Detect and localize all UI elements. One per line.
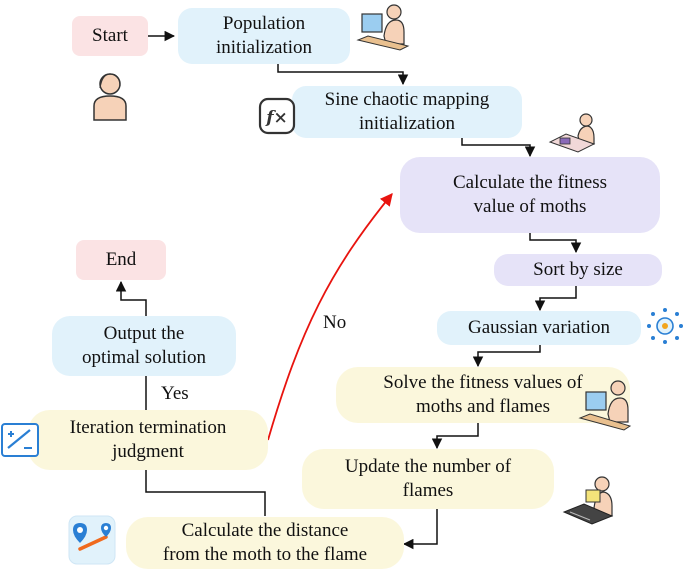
gaussian-dots-icon <box>647 308 683 344</box>
end-node: End <box>76 240 166 280</box>
map-route-icon <box>68 515 116 565</box>
person-at-desk-icon <box>548 113 596 153</box>
calculate-fitness-node: Calculate the fitness value of moths <box>400 157 660 233</box>
person-at-computer-icon-2 <box>578 380 632 431</box>
gaussian-label: Gaussian variation <box>468 317 610 338</box>
solve-line-1: Solve the fitness values of <box>383 372 583 393</box>
output-optimal-solution-node: Output the optimal solution <box>52 316 236 376</box>
arrow-sort-to-gaussian <box>534 284 577 312</box>
function-fx-icon: f× <box>258 97 296 135</box>
fitness-line-1: Calculate the fitness <box>452 172 608 193</box>
output-line-1: Output the <box>103 323 185 344</box>
distance-line-2: from the moth to the flame <box>162 544 368 565</box>
update-line-1: Update the number of <box>344 456 512 477</box>
person-icon <box>93 73 127 121</box>
sine-line-2: initialization <box>358 113 455 134</box>
arrow-gaussian-to-solve <box>472 344 541 368</box>
sine-chaotic-mapping-node: Sine chaotic mapping initialization <box>292 86 522 138</box>
arrow-solve-to-update <box>431 422 479 450</box>
sort-label: Sort by size <box>533 259 623 280</box>
population-line-2: initialization <box>215 37 313 58</box>
arrow-population-to-sine <box>277 58 409 86</box>
no-label: No <box>323 312 347 333</box>
person-at-laptop-icon <box>562 476 614 525</box>
arrow-distance-to-iteration <box>145 470 266 516</box>
iteration-termination-node: Iteration termination judgment <box>28 410 268 470</box>
end-label: End <box>105 249 137 270</box>
population-line-1: Population <box>222 13 306 34</box>
arrow-no-loop <box>267 193 393 441</box>
sort-by-size-node: Sort by size <box>494 254 662 286</box>
solve-line-2: moths and flames <box>415 396 551 417</box>
distance-line-1: Calculate the distance <box>181 520 349 541</box>
population-initialization-node: Population initialization <box>178 8 350 64</box>
calculate-distance-node: Calculate the distance from the moth to t… <box>126 517 404 569</box>
arrow-sine-to-fitness <box>461 136 536 158</box>
gaussian-variation-node: Gaussian variation <box>437 311 641 345</box>
update-flames-node: Update the number of flames <box>302 449 554 509</box>
sine-line-1: Sine chaotic mapping <box>324 89 490 110</box>
iteration-line-1: Iteration termination <box>69 417 227 438</box>
svg-text:f×: f× <box>265 108 288 128</box>
output-line-2: optimal solution <box>81 347 207 368</box>
fitness-line-2: value of moths <box>473 196 587 217</box>
decision-chart-icon <box>1 423 39 457</box>
iteration-line-2: judgment <box>112 441 184 462</box>
arrow-update-to-distance <box>402 508 438 550</box>
yes-label: Yes <box>161 383 189 404</box>
arrow-output-to-end <box>115 280 147 316</box>
arrow-fitness-to-sort <box>529 232 582 254</box>
person-at-computer-icon <box>356 4 410 51</box>
update-line-2: flames <box>402 480 454 501</box>
solve-fitness-values-node: Solve the fitness values of moths and fla… <box>336 367 630 423</box>
start-label: Start <box>92 25 128 46</box>
start-node: Start <box>72 16 148 56</box>
